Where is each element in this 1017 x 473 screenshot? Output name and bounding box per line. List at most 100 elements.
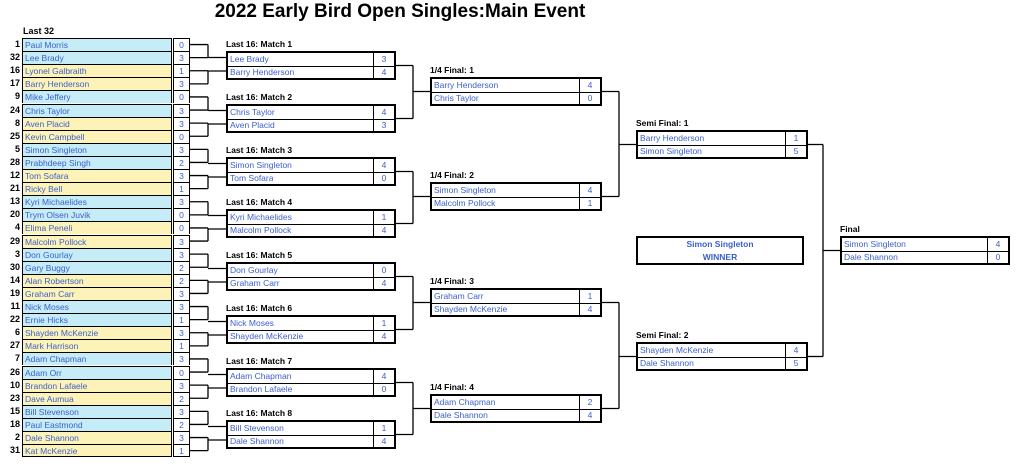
seed-number: 8 (14, 117, 20, 128)
player-score: 3 (373, 53, 394, 66)
winner-name: Simon Singleton (686, 239, 754, 249)
player-score: 1 (373, 422, 394, 435)
player-name: Dale Shannon (22, 431, 172, 444)
player-name: Adam Orr (22, 365, 172, 379)
last-16-match-6-label: Last 16: Match 6 (226, 303, 293, 313)
player-name: Don Gourlay (22, 247, 172, 261)
seed-number: 15 (9, 405, 20, 416)
player-name: Shayden McKenzie (22, 326, 172, 340)
last-16-match-7-label: Last 16: Match 7 (226, 356, 293, 366)
player-name: Kevin Campbell (22, 129, 172, 143)
player-name: Mark Harrison (22, 339, 172, 353)
player-name: Brandon Lafaele (22, 378, 172, 392)
player-name: Elima Peneli (22, 221, 172, 235)
player-name: Paul Morris (22, 38, 172, 51)
match-row: Shayden McKenzie 4 (432, 303, 600, 316)
player-score: 1 (373, 317, 394, 330)
player-name: Simon Singleton (844, 239, 906, 249)
player-name: Simon Singleton (640, 146, 702, 156)
player-score: 2 (579, 396, 600, 409)
player-name: Chris Taylor (22, 103, 172, 117)
player-score: 4 (579, 303, 600, 316)
player-name: Dale Shannon (640, 358, 694, 368)
player-name: Adam Chapman (434, 397, 496, 407)
seed-number: 17 (9, 78, 20, 89)
player-name: Aven Placid (230, 120, 275, 130)
match-row: Lee Brady 3 (228, 53, 394, 67)
player-score: 4 (579, 184, 600, 197)
winner-label: WINNER (702, 252, 738, 262)
player-score: 0 (373, 383, 394, 396)
seed-number: 18 (9, 418, 20, 429)
player-name: Nick Moses (22, 300, 172, 313)
winner-box: Simon Singleton WINNER (636, 236, 804, 265)
player-name: Barry Henderson (22, 77, 172, 91)
last-16-match-8-label: Last 16: Match 8 (226, 408, 293, 418)
player-name: Tom Sofara (230, 173, 274, 183)
player-name: Lee Brady (230, 54, 269, 64)
player-score: 1 (579, 197, 600, 210)
player-name: Ernie Hicks (22, 313, 172, 327)
player-name: Graham Carr (230, 278, 280, 288)
match-row: Dale Shannon 4 (432, 409, 600, 422)
seed-number: 12 (9, 170, 20, 180)
player-name: Chris Taylor (434, 93, 479, 103)
last-16-match-1-label: Last 16: Match 1 (226, 39, 293, 49)
player-score: 0 (987, 251, 1008, 264)
player-score: 1 (173, 182, 190, 196)
player-name: Nick Moses (230, 318, 274, 328)
player-name: Simon Singleton (230, 160, 292, 170)
player-score: 4 (373, 370, 394, 383)
player-score: 1 (373, 211, 394, 224)
quarter-final-1-label: 1/4 Final: 1 (430, 65, 474, 75)
seed-number: 13 (9, 196, 20, 207)
player-name: Dale Shannon (844, 252, 898, 262)
player-score: 0 (373, 172, 394, 185)
player-score: 4 (373, 106, 394, 119)
match-row: Nick Moses 1 (228, 317, 394, 331)
player-name: Malcolm Pollock (22, 234, 172, 248)
player-name: Mike Jeffery (22, 90, 172, 104)
last-16-match-4-label: Last 16: Match 4 (226, 197, 293, 207)
seed-number: 3 (14, 248, 20, 259)
player-name: Kat McKenzie (22, 444, 172, 458)
seed-number: 30 (9, 261, 20, 272)
player-name: Dale Shannon (230, 436, 284, 446)
player-name: Shayden McKenzie (230, 331, 304, 341)
seed-number: 2 (14, 432, 20, 442)
player-name: Ricky Bell (22, 182, 172, 196)
player-score: 1 (173, 313, 190, 327)
player-score: 3 (173, 378, 190, 392)
player-name: Dale Shannon (434, 410, 488, 420)
player-name: Barry Henderson (640, 133, 705, 143)
player-score: 4 (579, 409, 600, 422)
player-name: Shayden McKenzie (434, 304, 508, 314)
player-score: 0 (173, 129, 190, 143)
last-16-match-3-label: Last 16: Match 3 (226, 145, 293, 155)
player-name: Brandon Lafaele (230, 384, 293, 394)
player-name: Prabhdeep Singh (22, 155, 172, 169)
seed-number: 28 (9, 156, 20, 167)
player-name: Chris Taylor (230, 107, 275, 117)
semi-final-2-label: Semi Final: 2 (636, 330, 689, 340)
player-score: 1 (173, 339, 190, 353)
